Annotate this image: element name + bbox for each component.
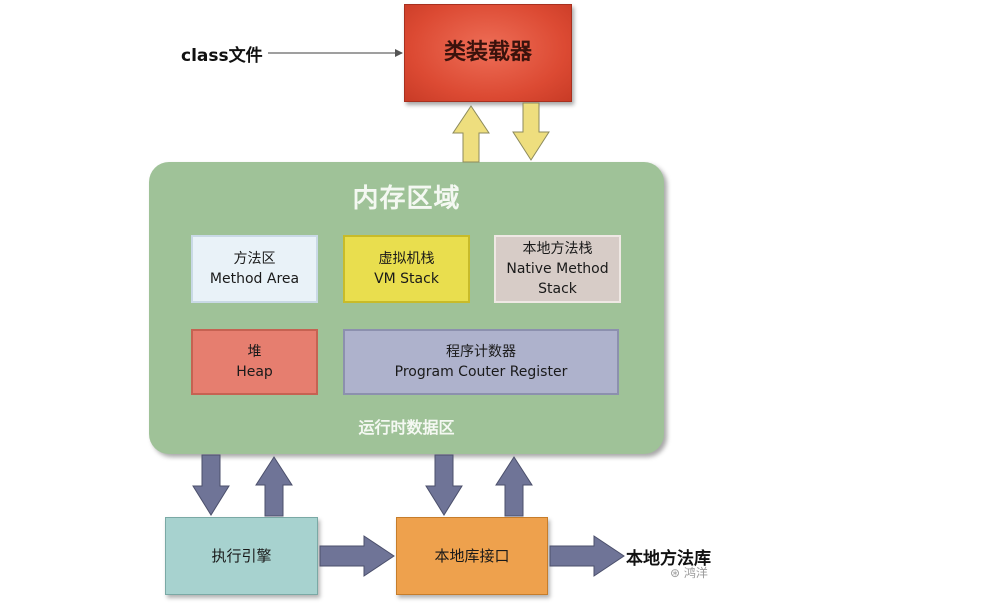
engine-to-interface-arrow <box>319 535 395 577</box>
program-counter-en: Program Couter Register <box>394 364 568 380</box>
vm-stack-en: VM Stack <box>374 271 439 287</box>
watermark-icon: ⊛ <box>670 566 684 580</box>
native-interface-label: 本地库接口 <box>434 547 510 565</box>
from-native-up-arrow <box>495 456 533 517</box>
program-counter-box: 程序计数器 Program Couter Register <box>343 329 619 395</box>
heap-box: 堆 Heap <box>191 329 318 395</box>
native-library-label: 本地方法库 <box>626 549 711 569</box>
method-area-zh: 方法区 <box>233 251 276 267</box>
to-engine-down-arrow <box>192 454 230 516</box>
watermark-text: 鸿洋 <box>683 566 708 580</box>
memory-area-panel <box>149 162 664 454</box>
native-method-stack-box: 本地方法栈 Native Method Stack <box>494 235 621 303</box>
class-loader-box: 类装载器 <box>404 4 572 102</box>
native-interface-box: 本地库接口 <box>396 517 548 595</box>
class-file-label: class文件 <box>181 46 263 66</box>
native-method-stack-en-1: Native Method <box>506 261 609 277</box>
runtime-data-area-caption: 运行时数据区 <box>358 418 455 437</box>
memory-area-title: 内存区域 <box>352 184 461 214</box>
interface-to-library-arrow <box>549 535 625 577</box>
native-method-stack-en-2: Stack <box>538 281 577 297</box>
to-native-down-arrow <box>425 454 463 516</box>
heap-en: Heap <box>236 364 273 380</box>
execution-engine-label: 执行引擎 <box>211 547 272 565</box>
watermark: ⊛ 鸿洋 <box>670 564 708 581</box>
vm-stack-box: 虚拟机栈 VM Stack <box>343 235 470 303</box>
loader-up-arrow <box>452 105 490 163</box>
program-counter-zh: 程序计数器 <box>446 344 516 360</box>
native-method-stack-zh: 本地方法栈 <box>522 241 593 257</box>
loader-down-arrow <box>512 102 550 161</box>
heap-zh: 堆 <box>247 344 262 360</box>
method-area-box: 方法区 Method Area <box>191 235 318 303</box>
method-area-en: Method Area <box>209 271 300 287</box>
vm-stack-zh: 虚拟机栈 <box>378 251 435 267</box>
execution-engine-box: 执行引擎 <box>165 517 318 595</box>
class-loader-label: 类装载器 <box>443 40 532 65</box>
from-engine-up-arrow <box>255 456 293 517</box>
